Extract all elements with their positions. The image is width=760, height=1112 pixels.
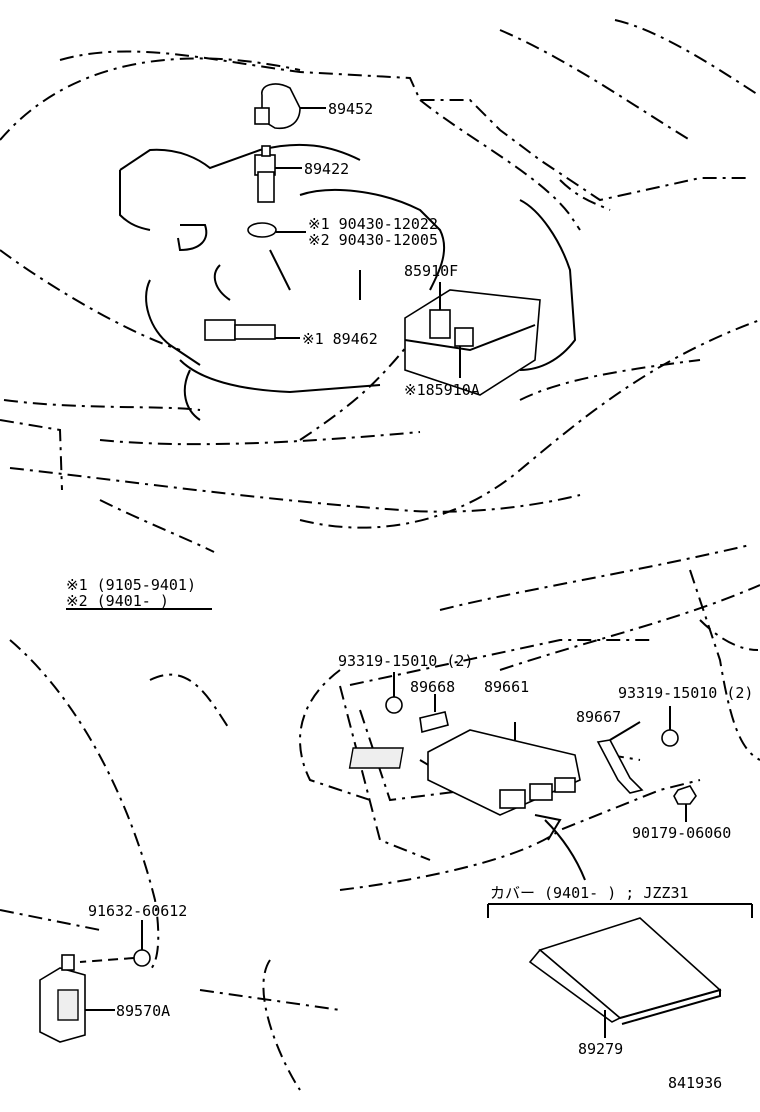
bracket-89667	[596, 721, 644, 794]
label-code-1: ※1 90430-12022	[308, 215, 438, 233]
relay-box	[404, 282, 541, 396]
bracket-89668	[419, 694, 449, 734]
label-89279: 89279	[578, 1040, 623, 1058]
nut-93319-right	[661, 706, 679, 747]
label-code-2: ※2 90430-12005	[308, 231, 438, 249]
ecu-area-outline	[299, 544, 760, 891]
nut-93319-left	[385, 672, 403, 714]
legend-line-1: ※1 (9105-9401)	[66, 576, 196, 594]
diagram-number: 841936	[668, 1074, 722, 1092]
legend-line-2: ※2 (9401- )	[66, 592, 169, 610]
label-185910a: ※185910A	[404, 381, 480, 399]
direction-arrow	[534, 814, 586, 881]
label-89462: ※1 89462	[302, 330, 378, 348]
label-89570a: 89570A	[116, 1002, 170, 1020]
lower-left-outline	[0, 639, 341, 1091]
label-93319-left: 93319-15010 (2)	[338, 652, 473, 670]
label-cover-note: カバー (9401- ) ; JZZ31	[490, 884, 689, 902]
label-93319-right: 93319-15010 (2)	[618, 684, 753, 702]
label-85910f: 85910F	[404, 262, 458, 280]
vehicle-outline	[0, 19, 760, 553]
label-89452: 89452	[328, 100, 373, 118]
sensor-89452	[254, 83, 326, 130]
sensor-89462	[204, 319, 300, 341]
ecu-89661	[348, 722, 581, 816]
label-89667: 89667	[576, 708, 621, 726]
relay-89570a	[39, 954, 115, 1043]
label-89668: 89668	[410, 678, 455, 696]
label-89661: 89661	[484, 678, 529, 696]
label-89422: 89422	[304, 160, 349, 178]
label-91632: 91632-60612	[88, 902, 187, 920]
gasket	[247, 222, 306, 238]
switch-89422	[254, 145, 302, 203]
clip-91632	[79, 920, 151, 967]
nut-90179	[673, 785, 697, 822]
label-90179: 90179-06060	[632, 824, 731, 842]
cover-section	[487, 903, 753, 1038]
